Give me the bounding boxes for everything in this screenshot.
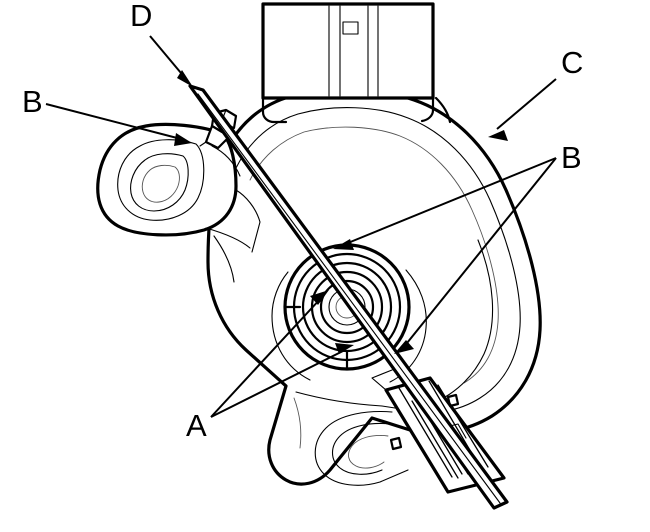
callout-d-leader [149,35,193,87]
alignment-tool-shaft [188,84,509,510]
ear-left-slot-outer [117,139,205,221]
connector-body [261,2,435,100]
blade-tab-upper [446,393,460,408]
callout-b-right-arrowhead-2 [394,340,414,354]
ear-left-web-lower [205,227,251,249]
ear-left-rib-2 [213,235,235,283]
mounting-ear-left [96,122,261,283]
ear-left-slot-inner [130,153,189,212]
bolt-shank [204,124,232,150]
connector-foot-left [261,96,288,124]
blade-backing-edge [371,369,393,391]
tool-shaft-highlight [197,93,501,504]
connector-foot-right [420,96,435,123]
callout-a-arrowhead-1 [310,290,329,305]
hub-boss-outline [271,271,311,381]
callout-leaders [45,35,557,418]
tool-shaft-tip [492,500,509,510]
callout-label-c: C [561,45,583,80]
ear-bottom-rib [293,397,302,449]
housing-inner-contour [235,107,521,413]
ear-left-slot-core [141,164,180,203]
ear-left-rib [235,189,261,253]
callout-label-b-left: B [22,84,43,119]
mounting-ear-bottom [293,397,409,486]
callout-c-arrowhead [488,130,508,141]
ear-bottom-slot-outer [314,411,409,486]
callout-label-a: A [186,408,207,443]
electrical-connector [261,2,452,124]
ear-bottom-slot-inner [331,422,391,475]
connector-latch-window [342,21,359,35]
housing-inner-contour-2 [249,126,499,384]
bolt-washer [199,141,207,147]
callout-b-left-leader [45,103,192,146]
callout-a-arrowhead-2 [335,343,354,354]
callout-c-leader [488,78,557,141]
ear-bottom-slot-core [348,435,389,469]
callout-b-right-leader [333,157,557,354]
connector-neck-right [434,96,452,124]
callout-label-d: D [130,0,152,33]
callout-b-right-arrowhead-1 [333,239,354,250]
callout-label-b-right: B [561,140,582,175]
callout-b-left-arrowhead [174,133,192,146]
callout-d-arrowhead [177,70,193,87]
hub-ring-5 [319,279,375,335]
blade-tab-lower [389,436,403,451]
tool-shaft-top [188,84,205,92]
callout-a-leader [210,290,354,418]
housing-lower-contour [295,391,409,411]
